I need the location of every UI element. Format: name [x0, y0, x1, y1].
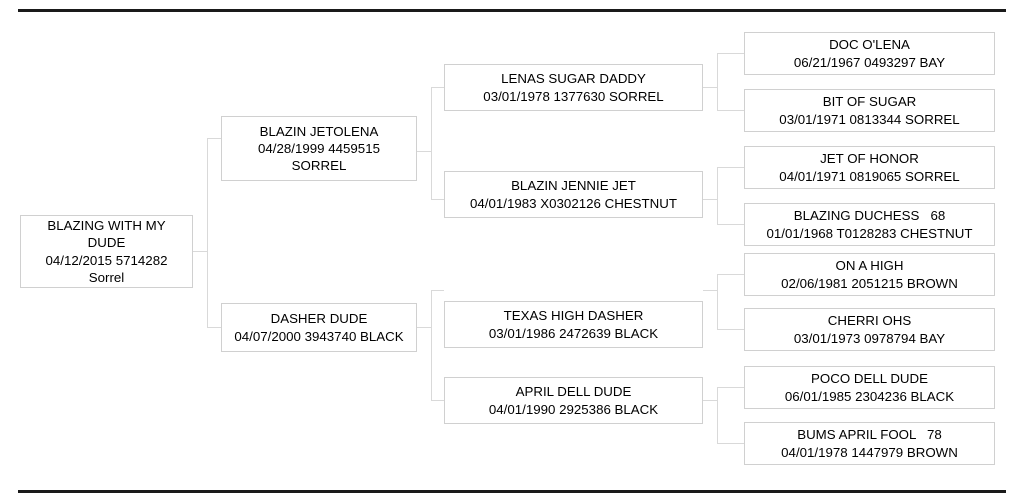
node-sd-sire[interactable]: JET OF HONOR 04/01/1971 0819065 SORREL: [744, 146, 995, 189]
node-dd-sire-name: POCO DELL DUDE: [811, 371, 928, 387]
node-sire-sire[interactable]: LENAS SUGAR DADDY 03/01/1978 1377630 SOR…: [444, 64, 703, 111]
node-ds-sire-name: ON A HIGH: [835, 258, 904, 274]
node-sd-dam-details: 01/01/1968 T0128283 CHESTNUT: [766, 225, 973, 241]
node-dam-sire-details: 03/01/1986 2472639 BLACK: [488, 325, 659, 341]
node-subject-name-line1: BLAZING WITH MY: [47, 217, 166, 233]
connector-dam-trunk: [431, 290, 432, 401]
node-dam-sire[interactable]: TEXAS HIGH DASHER 03/01/1986 2472639 BLA…: [444, 301, 703, 348]
connector-dd-trunk: [717, 387, 718, 444]
node-sire[interactable]: BLAZIN JETOLENA 04/28/1999 4459515 SORRE…: [221, 116, 417, 181]
connector-ds-out-stub: [703, 290, 718, 291]
node-sd-sire-name: JET OF HONOR: [820, 151, 919, 167]
connector-dd-out-stub: [703, 400, 718, 401]
node-sire-dam-name: BLAZIN JENNIE JET: [511, 178, 636, 194]
connector-subject-trunk: [207, 138, 208, 328]
node-dam-dam-name: APRIL DELL DUDE: [515, 384, 632, 400]
connector-ss-trunk: [717, 53, 718, 111]
node-sd-dam[interactable]: BLAZING DUCHESS 68 01/01/1968 T0128283 C…: [744, 203, 995, 246]
node-dam-dam[interactable]: APRIL DELL DUDE 04/01/1990 2925386 BLACK: [444, 377, 703, 424]
connector-ss-dam-stub: [717, 110, 744, 111]
connector-sire-sire-stub: [431, 87, 444, 88]
node-ds-sire[interactable]: ON A HIGH 02/06/1981 2051215 BROWN: [744, 253, 995, 296]
connector-dam-stub: [207, 327, 221, 328]
node-sire-details: 04/28/1999 4459515: [257, 140, 380, 156]
node-subject-details: 04/12/2015 5714282: [45, 252, 168, 268]
node-subject-color: Sorrel: [88, 269, 125, 285]
connector-ds-dam-stub: [717, 329, 744, 330]
node-dam-sire-name: TEXAS HIGH DASHER: [503, 308, 644, 324]
node-sire-dam[interactable]: BLAZIN JENNIE JET 04/01/1983 X0302126 CH…: [444, 171, 703, 218]
connector-ss-out-stub: [703, 87, 718, 88]
connector-sire-dam-stub: [431, 199, 444, 200]
connector-dd-sire-stub: [717, 387, 744, 388]
node-ss-sire-name: DOC O'LENA: [829, 37, 910, 53]
node-ds-sire-details: 02/06/1981 2051215 BROWN: [781, 275, 958, 291]
node-ss-sire[interactable]: DOC O'LENA 06/21/1967 0493297 BAY: [744, 32, 995, 75]
node-ds-dam-name: CHERRI OHS: [827, 313, 912, 329]
node-ds-dam[interactable]: CHERRI OHS 03/01/1973 0978794 BAY: [744, 308, 995, 351]
connector-dd-dam-stub: [717, 443, 744, 444]
node-sire-sire-name: LENAS SUGAR DADDY: [501, 71, 646, 87]
connector-sire-stub: [207, 138, 221, 139]
node-sire-color: SORREL: [291, 158, 347, 174]
node-subject[interactable]: BLAZING WITH MY DUDE 04/12/2015 5714282 …: [20, 215, 193, 288]
connector-dam-dam-stub: [431, 400, 444, 401]
node-ss-sire-details: 06/21/1967 0493297 BAY: [793, 54, 946, 70]
node-dd-dam-name: BUMS APRIL FOOL 78: [797, 427, 942, 443]
node-ss-dam-name: BIT OF SUGAR: [822, 94, 917, 110]
node-ss-dam-details: 03/01/1971 0813344 SORREL: [779, 111, 960, 127]
node-ss-dam[interactable]: BIT OF SUGAR 03/01/1971 0813344 SORREL: [744, 89, 995, 132]
connector-ss-sire-stub: [717, 53, 744, 54]
node-dd-sire[interactable]: POCO DELL DUDE 06/01/1985 2304236 BLACK: [744, 366, 995, 409]
node-dam[interactable]: DASHER DUDE 04/07/2000 3943740 BLACK: [221, 303, 417, 352]
node-dam-dam-details: 04/01/1990 2925386 BLACK: [488, 401, 659, 417]
node-dam-details: 04/07/2000 3943740 BLACK: [234, 328, 404, 344]
connector-sire-trunk: [431, 87, 432, 200]
node-sd-sire-details: 04/01/1971 0819065 SORREL: [779, 168, 960, 184]
connector-ds-trunk: [717, 274, 718, 330]
top-divider-rule: [18, 9, 1006, 12]
connector-dam-sire-stub: [431, 290, 444, 291]
node-sire-sire-details: 03/01/1978 1377630 SORREL: [483, 88, 664, 104]
node-dd-dam-details: 04/01/1978 1447979 BROWN: [781, 444, 958, 460]
node-sire-name: BLAZIN JETOLENA: [259, 123, 379, 139]
connector-sire-out-stub: [417, 151, 432, 152]
node-dam-name: DASHER DUDE: [270, 311, 368, 327]
connector-dam-out-stub: [417, 327, 432, 328]
connector-sd-sire-stub: [717, 167, 744, 168]
connector-ds-sire-stub: [717, 274, 744, 275]
connector-sd-dam-stub: [717, 224, 744, 225]
node-dd-sire-details: 06/01/1985 2304236 BLACK: [784, 388, 955, 404]
node-ds-dam-details: 03/01/1973 0978794 BAY: [793, 330, 946, 346]
connector-sd-out-stub: [703, 199, 718, 200]
node-sd-dam-name: BLAZING DUCHESS 68: [793, 208, 946, 224]
bottom-divider-rule: [18, 490, 1006, 493]
node-sire-dam-details: 04/01/1983 X0302126 CHESTNUT: [470, 195, 677, 211]
connector-subject-stub: [193, 251, 208, 252]
node-subject-name-line2: DUDE: [87, 235, 126, 251]
node-dd-dam[interactable]: BUMS APRIL FOOL 78 04/01/1978 1447979 BR…: [744, 422, 995, 465]
connector-sd-trunk: [717, 167, 718, 225]
